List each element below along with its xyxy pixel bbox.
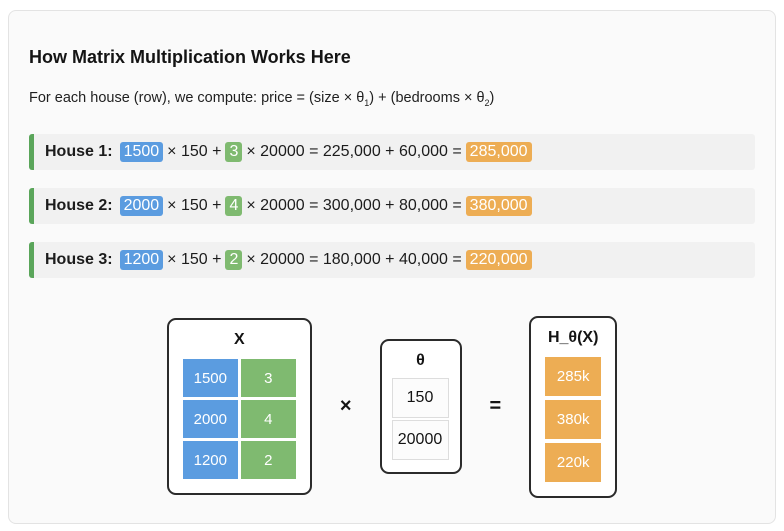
hypothesis-vector-box: H_θ(X) 285k 380k 220k: [529, 315, 618, 498]
result-cell: 220k: [545, 442, 602, 482]
theta1-subscript: 1: [364, 97, 370, 108]
formula-subtitle: For each house (row), we compute: price …: [29, 90, 755, 108]
result-badge: 285,000: [465, 141, 532, 162]
equals-operator: =: [489, 395, 502, 418]
size-badge: 1500: [119, 141, 164, 162]
formula-part3: ): [489, 90, 495, 106]
equation-text: × 20000 = 300,000 + 80,000 =: [246, 196, 462, 214]
bedrooms-badge: 3: [225, 141, 243, 162]
multiply-operator: ×: [339, 395, 352, 418]
formula-part1: For each house (row), we compute: price …: [29, 90, 365, 106]
matrix-explainer-card: How Matrix Multiplication Works Here For…: [8, 10, 776, 524]
house-label: House 2:: [45, 196, 113, 214]
equation-text: × 150 +: [167, 196, 222, 214]
equation-text: × 150 +: [167, 250, 222, 268]
equation-text: × 20000 = 180,000 + 40,000 =: [246, 250, 462, 268]
result-cell: 380k: [545, 399, 602, 439]
equation-text: × 150 +: [167, 142, 222, 160]
page-title: How Matrix Multiplication Works Here: [29, 47, 351, 67]
x-matrix-title: X: [233, 331, 245, 349]
house-row-2: House 2: 2000× 150 +4× 20000 = 300,000 + …: [29, 187, 755, 224]
house-label: House 3:: [45, 250, 113, 268]
theta-vector-box: θ 150 20000: [379, 339, 462, 475]
bedrooms-badge: 4: [225, 195, 243, 216]
result-cell: 285k: [545, 356, 602, 396]
house-row-3: House 3: 1200× 150 +2× 20000 = 180,000 + …: [29, 241, 755, 278]
matrix-cell-bedrooms: 4: [240, 400, 296, 439]
matrix-cell-size: 1200: [182, 441, 238, 480]
bedrooms-badge: 2: [225, 249, 243, 270]
matrix-cell-bedrooms: 2: [240, 441, 296, 480]
size-badge: 2000: [119, 195, 164, 216]
theta-cells: 150 20000: [391, 378, 450, 461]
matrix-cell-size: 2000: [182, 400, 238, 439]
house-label: House 1:: [45, 142, 113, 160]
size-badge: 1200: [119, 249, 164, 270]
matrix-cell-bedrooms: 3: [240, 359, 296, 398]
result-badge: 220,000: [465, 249, 532, 270]
matrix-cell-size: 1500: [182, 359, 238, 398]
result-badge: 380,000: [465, 195, 532, 216]
theta-vector-title: θ: [416, 352, 425, 370]
equation-text: × 20000 = 225,000 + 60,000 =: [246, 142, 462, 160]
house-row-1: House 1: 1500× 150 +3× 20000 = 225,000 + …: [29, 133, 755, 170]
formula-part2: ) + (bedrooms × θ: [369, 90, 485, 106]
theta-cell: 20000: [391, 420, 449, 461]
theta-cell: 150: [391, 378, 449, 419]
theta2-subscript: 2: [484, 97, 490, 108]
hypothesis-vector-title: H_θ(X): [547, 328, 599, 346]
hypothesis-cells: 285k 380k 220k: [545, 356, 602, 482]
